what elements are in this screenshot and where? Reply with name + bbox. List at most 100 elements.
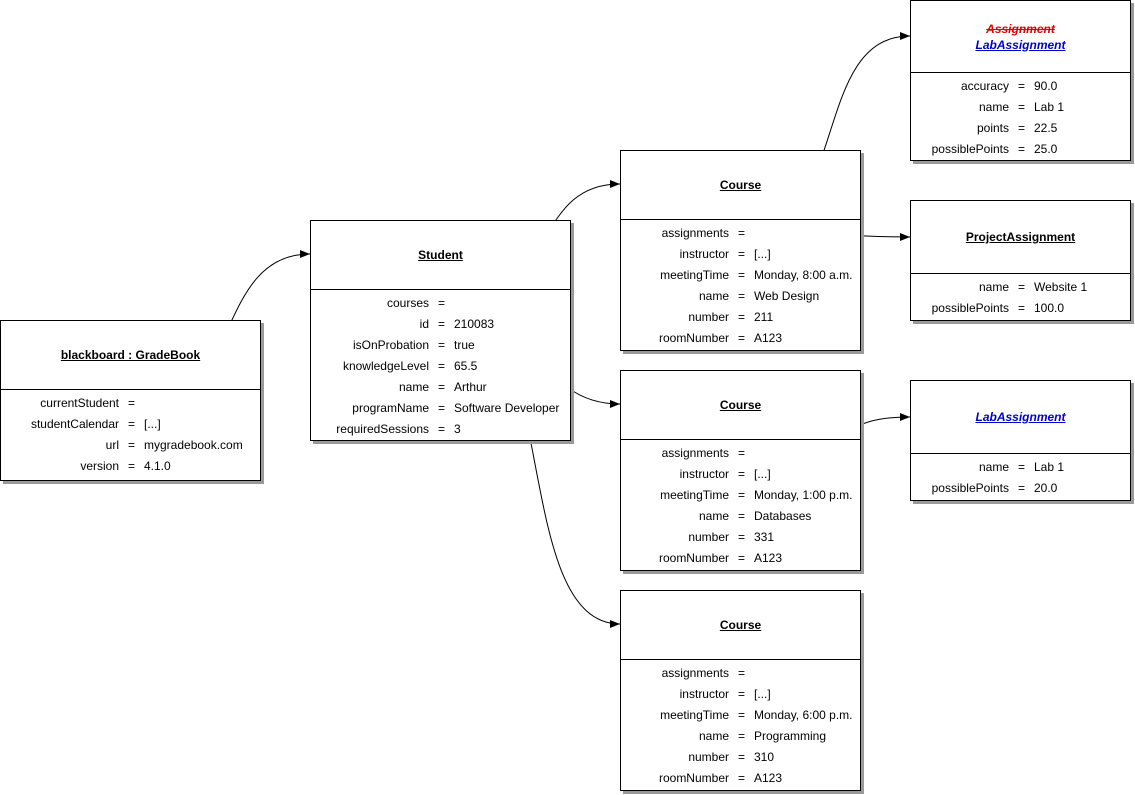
lab-assignment-2-header: LabAssignment bbox=[911, 381, 1130, 454]
lab-assignment-2-title-link[interactable]: LabAssignment bbox=[975, 410, 1066, 424]
course-1-header: Course bbox=[621, 151, 860, 220]
field-row: courses= bbox=[311, 293, 570, 314]
field-name: number bbox=[688, 530, 729, 544]
equals-sign: = bbox=[1018, 100, 1026, 114]
equals-sign: = bbox=[438, 317, 446, 331]
field-name: points bbox=[976, 121, 1009, 135]
field-value: 211 bbox=[754, 310, 774, 324]
field-row: name=Web Design bbox=[621, 286, 860, 307]
field-row: isOnProbation=true bbox=[311, 335, 570, 356]
field-row: possiblePoints=25.0 bbox=[911, 139, 1130, 160]
field-row: possiblePoints=100.0 bbox=[911, 298, 1130, 319]
field-value: Website 1 bbox=[1034, 280, 1088, 294]
field-value: Monday, 1:00 p.m. bbox=[754, 488, 853, 502]
course-1-fields: assignments=instructor=[...]meetingTime=… bbox=[621, 220, 860, 349]
field-value: Software Developer bbox=[454, 401, 560, 415]
field-value: A123 bbox=[754, 331, 783, 345]
course-2-title: Course bbox=[719, 398, 762, 412]
equals-sign: = bbox=[738, 530, 746, 544]
field-value: 310 bbox=[754, 750, 775, 764]
equals-sign: = bbox=[438, 422, 446, 436]
field-value: 331 bbox=[754, 530, 775, 544]
field-value: 22.5 bbox=[1034, 121, 1058, 135]
field-name: meetingTime bbox=[660, 708, 729, 722]
field-value: [...] bbox=[754, 467, 771, 481]
equals-sign: = bbox=[438, 380, 446, 394]
equals-sign: = bbox=[1018, 280, 1026, 294]
field-row: number = 310 bbox=[621, 747, 860, 768]
course-2-fields: assignments=instructor=[...]meetingTime=… bbox=[621, 440, 860, 569]
equals-sign: = bbox=[128, 459, 136, 473]
course-object-box-3[interactable]: Course assignments=instructor=[...]meeti… bbox=[620, 590, 861, 791]
field-row: id=210083 bbox=[311, 314, 570, 335]
equals-sign: = bbox=[738, 666, 746, 680]
field-name: studentCalendar bbox=[30, 417, 119, 431]
equals-sign: = bbox=[738, 708, 746, 722]
field-row: points=22.5 bbox=[911, 118, 1130, 139]
equals-sign: = bbox=[438, 338, 446, 352]
field-row: roomNumber=A123 bbox=[621, 768, 860, 789]
field-value: 210083 bbox=[454, 317, 495, 331]
field-name: name bbox=[698, 509, 729, 523]
field-name: name bbox=[698, 289, 729, 303]
field-value: Web Design bbox=[754, 289, 820, 303]
course-object-box-2[interactable]: Course assignments=instructor=[...]meeti… bbox=[620, 370, 861, 571]
equals-sign: = bbox=[738, 268, 746, 282]
field-row: name=Programming bbox=[621, 726, 860, 747]
field-row: number = 331 bbox=[621, 527, 860, 548]
field-row: assignments = bbox=[621, 663, 860, 684]
field-name: assignments bbox=[661, 666, 729, 680]
field-row: name=Arthur bbox=[311, 377, 570, 398]
field-row: requiredSessions=3 bbox=[311, 419, 570, 440]
field-row: assignments= bbox=[621, 443, 860, 464]
equals-sign: = bbox=[128, 396, 136, 410]
course-object-box-1[interactable]: Course assignments=instructor=[...]meeti… bbox=[620, 150, 861, 351]
course-2-header: Course bbox=[621, 371, 860, 440]
field-value: 3 bbox=[454, 422, 461, 436]
lab-assignment-1-struck-title: Assignment bbox=[986, 21, 1055, 36]
field-row: currentStudent= bbox=[1, 393, 260, 414]
field-value: 90.0 bbox=[1034, 79, 1058, 93]
field-name: possiblePoints bbox=[931, 481, 1009, 495]
lab-assignment-1-title-link[interactable]: LabAssignment bbox=[975, 37, 1066, 52]
field-value: Monday, 8:00 a.m. bbox=[754, 268, 853, 282]
field-value: Lab 1 bbox=[1034, 100, 1065, 114]
field-name: instructor bbox=[679, 467, 729, 481]
field-value: Arthur bbox=[454, 380, 487, 394]
equals-sign: = bbox=[738, 331, 746, 345]
field-name: url bbox=[105, 438, 119, 452]
equals-sign: = bbox=[738, 467, 746, 481]
gradebook-header: blackboard : GradeBook bbox=[1, 321, 260, 390]
field-name: name bbox=[978, 280, 1009, 294]
equals-sign: = bbox=[438, 401, 446, 415]
equals-sign: = bbox=[738, 750, 746, 764]
equals-sign: = bbox=[1018, 301, 1026, 315]
project-assignment-title: ProjectAssignment bbox=[965, 230, 1076, 244]
field-value: 100.0 bbox=[1034, 301, 1065, 315]
field-row: roomNumber=A123 bbox=[621, 328, 860, 349]
course-3-fields: assignments=instructor=[...]meetingTime=… bbox=[621, 660, 860, 789]
field-name: instructor bbox=[679, 687, 729, 701]
equals-sign: = bbox=[1018, 481, 1026, 495]
field-name: programName bbox=[352, 401, 429, 415]
equals-sign: = bbox=[738, 247, 746, 261]
course-3-title: Course bbox=[719, 618, 762, 632]
lab-assignment-1-header: Assignment LabAssignment bbox=[911, 1, 1130, 73]
equals-sign: = bbox=[738, 310, 746, 324]
field-name: meetingTime bbox=[660, 268, 729, 282]
gradebook-object-box[interactable]: blackboard : GradeBook currentStudent= st… bbox=[0, 320, 261, 481]
field-row: instructor=[...] bbox=[621, 684, 860, 705]
field-row: meetingTime=Monday, 6:00 p.m. bbox=[621, 705, 860, 726]
equals-sign: = bbox=[738, 687, 746, 701]
field-value: [...] bbox=[754, 247, 771, 261]
field-name: number bbox=[688, 750, 729, 764]
equals-sign: = bbox=[128, 438, 136, 452]
field-value: Databases bbox=[754, 509, 812, 523]
